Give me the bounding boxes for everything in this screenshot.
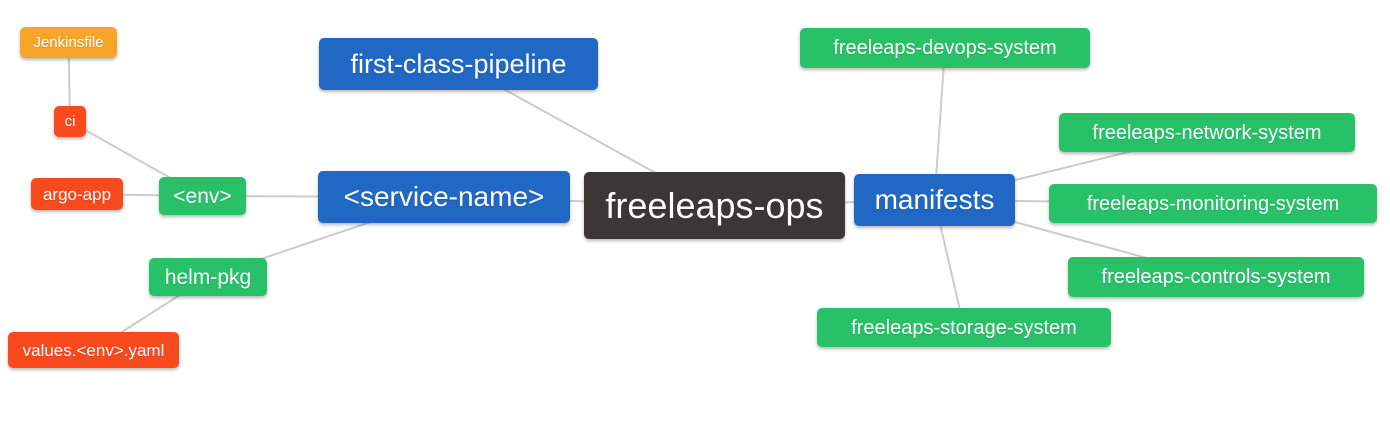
node-freeleaps-ops[interactable]: freeleaps-ops [584,172,845,239]
node-freeleaps-monitoring-system[interactable]: freeleaps-monitoring-system [1049,184,1377,223]
node-ci[interactable]: ci [54,106,86,137]
node-freeleaps-controls-system[interactable]: freeleaps-controls-system [1068,257,1364,297]
node-freeleaps-network-system[interactable]: freeleaps-network-system [1059,113,1355,152]
node-argo-app[interactable]: argo-app [31,178,123,210]
node-values-env-yaml[interactable]: values.<env>.yaml [8,332,179,368]
node-service-name[interactable]: <service-name> [318,171,570,223]
node-jenkinsfile[interactable]: Jenkinsfile [20,27,117,58]
node-env[interactable]: <env> [159,177,246,215]
node-manifests[interactable]: manifests [854,174,1015,226]
node-helm-pkg[interactable]: helm-pkg [149,258,267,296]
node-freeleaps-devops-system[interactable]: freeleaps-devops-system [800,28,1090,68]
node-first-class-pipeline[interactable]: first-class-pipeline [319,38,598,90]
node-freeleaps-storage-system[interactable]: freeleaps-storage-system [817,308,1111,347]
